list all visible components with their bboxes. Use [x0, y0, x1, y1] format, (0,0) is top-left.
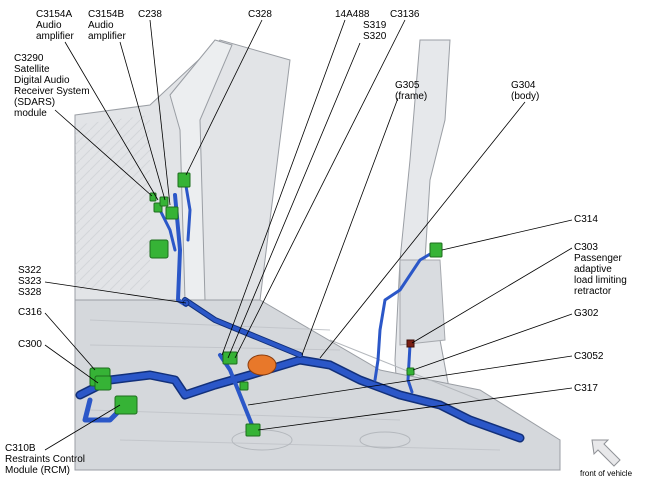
c310b-connector — [114, 395, 138, 415]
c3290-connector — [149, 192, 157, 202]
label-c310b: C310B Restraints Control Module (RCM) — [5, 443, 86, 476]
vehicle-body — [74, 39, 561, 471]
front-of-vehicle-caption: front of vehicle — [580, 469, 633, 478]
label-c300: C300 — [18, 339, 42, 350]
c3136-connector — [222, 351, 238, 365]
label-c238: C238 — [138, 9, 162, 20]
label-s322-s323-s328: S322 S323 S328 — [18, 265, 42, 298]
rear-wall-connector — [149, 239, 169, 259]
leader-lines — [44, 19, 573, 451]
harness-wrap — [247, 354, 277, 376]
c3052-connector — [406, 367, 415, 376]
c300-connector — [94, 375, 112, 391]
label-c303: C303 Passenger adaptive load limiting re… — [574, 242, 627, 297]
label-c3136: C3136 — [390, 9, 420, 20]
label-c3154a: C3154A Audio amplifier — [36, 9, 74, 42]
label-c314: C314 — [574, 214, 598, 225]
c314-connector — [429, 242, 443, 258]
label-s319-s320: S319 S320 — [363, 20, 387, 42]
label-c3052: C3052 — [574, 351, 604, 362]
c238-connector — [165, 206, 179, 220]
label-g304: G304 (body) — [511, 80, 540, 102]
c303-connector — [406, 339, 415, 348]
label-c317: C317 — [574, 383, 598, 394]
c3154b-connector — [159, 196, 169, 207]
label-g302: G302 — [574, 308, 599, 319]
c317-connector — [245, 423, 261, 437]
label-c328: C328 — [248, 9, 272, 20]
connectors — [89, 172, 443, 437]
c328-connector — [177, 172, 191, 188]
label-14a488: 14A488 — [335, 9, 370, 20]
label-g305: G305 (frame) — [395, 80, 428, 102]
floor-connector — [239, 381, 249, 391]
label-c316: C316 — [18, 307, 42, 318]
label-c3290: C3290 Satellite Digital Audio Receiver S… — [14, 53, 90, 119]
label-c3154b: C3154B Audio amplifier — [88, 9, 126, 42]
arrow-up-left-icon — [591, 439, 621, 467]
